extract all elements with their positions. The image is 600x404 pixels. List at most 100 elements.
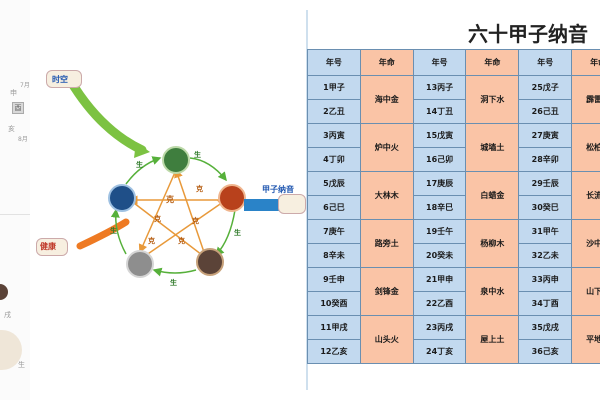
- wood-node: [163, 147, 189, 173]
- year-cell: 31甲午: [519, 220, 572, 244]
- header-cell: 年命: [360, 50, 413, 76]
- year-cell: 16己卯: [413, 148, 466, 172]
- left-text-6: 生: [18, 360, 25, 370]
- pointer-left-label: 健康: [40, 241, 56, 252]
- cycle-label-5: 生: [136, 160, 143, 170]
- water-node: [109, 185, 135, 211]
- table-header-row: 年号 年命 年号 年命 年号 年命: [308, 50, 600, 76]
- blue-bar: [244, 199, 280, 211]
- cycle-label-2: 生: [234, 228, 241, 238]
- orange-arc: [80, 222, 126, 246]
- nayin-cell: 炉中火: [360, 124, 413, 172]
- year-cell: 29壬辰: [519, 172, 572, 196]
- year-cell: 34丁酉: [519, 292, 572, 316]
- year-cell: 1甲子: [308, 76, 361, 100]
- year-cell: 20癸未: [413, 244, 466, 268]
- year-cell: 33丙申: [519, 268, 572, 292]
- year-cell: 7庚午: [308, 220, 361, 244]
- nayin-cell: 城墙土: [466, 124, 519, 172]
- year-cell: 35戊戌: [519, 316, 572, 340]
- cycle-arrow-2: [216, 210, 235, 255]
- nayin-cell: 海中金: [360, 76, 413, 124]
- nayin-cell: 大林木: [360, 172, 413, 220]
- year-cell: 27庚寅: [519, 124, 572, 148]
- nayin-cell: 山头火: [360, 316, 413, 364]
- left-text-2: 酉: [12, 102, 24, 114]
- nayin-cell: 沙中金: [572, 220, 600, 268]
- year-cell: 11甲戌: [308, 316, 361, 340]
- cycle-label-4: 生: [110, 226, 117, 236]
- metal-node: [127, 251, 153, 277]
- nayin-cell: 山下火: [572, 268, 600, 316]
- page-title: 六十甲子纳音: [468, 18, 588, 47]
- header-cell: 年命: [572, 50, 600, 76]
- year-cell: 3丙寅: [308, 124, 361, 148]
- year-cell: 18辛巳: [413, 196, 466, 220]
- cycle-label-3: 生: [170, 278, 177, 288]
- header-cell: 年命: [466, 50, 519, 76]
- year-cell: 5戊辰: [308, 172, 361, 196]
- year-cell: 12乙亥: [308, 340, 361, 364]
- year-cell: 10癸酉: [308, 292, 361, 316]
- nayin-cell: 屋上土: [466, 316, 519, 364]
- star-label-3: 克: [178, 236, 185, 246]
- cycle-arrow-1: [190, 158, 226, 180]
- nayin-cell: 长流水: [572, 172, 600, 220]
- year-cell: 17庚辰: [413, 172, 466, 196]
- nayin-cell: 霹雷火: [572, 76, 600, 124]
- left-text-3: 亥: [8, 124, 15, 134]
- star-label-5: 克: [196, 184, 203, 194]
- nayin-cell: 松柏木: [572, 124, 600, 172]
- year-cell: 36己亥: [519, 340, 572, 364]
- cycle-arrow-4: [116, 210, 126, 254]
- star-label-4: 克: [148, 236, 155, 246]
- header-cell: 年号: [308, 50, 361, 76]
- fire-node: [219, 185, 245, 211]
- star-label-2: 克: [192, 216, 199, 226]
- year-cell: 14丁丑: [413, 100, 466, 124]
- year-cell: 25戊子: [519, 76, 572, 100]
- left-text-1: 7月: [20, 80, 30, 89]
- year-cell: 21甲申: [413, 268, 466, 292]
- year-cell: 24丁亥: [413, 340, 466, 364]
- year-cell: 32乙未: [519, 244, 572, 268]
- year-cell: 22乙酉: [413, 292, 466, 316]
- cycle-arrow-5: [126, 158, 160, 184]
- green-arc: [70, 80, 142, 150]
- year-cell: 26己丑: [519, 100, 572, 124]
- year-cell: 15戊寅: [413, 124, 466, 148]
- center-label: 克: [166, 194, 174, 205]
- nayin-cell: 剑锋金: [360, 268, 413, 316]
- year-cell: 8辛未: [308, 244, 361, 268]
- year-cell: 23丙戌: [413, 316, 466, 340]
- left-sidebar-fragment: 申 7月 酉 亥 8月 戌 生: [0, 0, 30, 400]
- header-cell: 年号: [413, 50, 466, 76]
- star-label-1: 克: [154, 214, 161, 224]
- year-cell: 6己巳: [308, 196, 361, 220]
- header-cell: 年号: [519, 50, 572, 76]
- nayin-cell: 洞下水: [466, 76, 519, 124]
- five-elements-diagram: 克 生 生 生 生 生 克 克 克 克 克 时空 甲子纳音 健康: [30, 0, 306, 400]
- green-arc-head: [134, 142, 150, 158]
- nayin-cell: 杨柳木: [466, 220, 519, 268]
- nayin-cell: 路旁土: [360, 220, 413, 268]
- year-cell: 2乙丑: [308, 100, 361, 124]
- left-text-0: 申: [10, 88, 17, 98]
- nayin-table: 年号 年命 年号 年命 年号 年命 1甲子海中金13丙子洞下水25戊子霹雷火 2…: [307, 49, 600, 383]
- nayin-cell: 白蜡金: [466, 172, 519, 220]
- year-cell: 28辛卯: [519, 148, 572, 172]
- pointer-hand-right: [278, 194, 306, 214]
- divider: [0, 214, 30, 215]
- earth-node: [197, 249, 223, 275]
- year-cell: 13丙子: [413, 76, 466, 100]
- year-cell: 9壬申: [308, 268, 361, 292]
- left-text-4: 8月: [18, 134, 28, 143]
- year-cell: 30癸巳: [519, 196, 572, 220]
- element-icon-fragment: [0, 284, 8, 300]
- pointer-right-label: 甲子纳音: [262, 184, 294, 195]
- year-cell: 4丁卯: [308, 148, 361, 172]
- left-text-5: 戌: [4, 310, 11, 320]
- pointer-top-label: 时空: [52, 74, 68, 85]
- cycle-arrow-3: [154, 270, 196, 273]
- cycle-label-1: 生: [194, 150, 201, 160]
